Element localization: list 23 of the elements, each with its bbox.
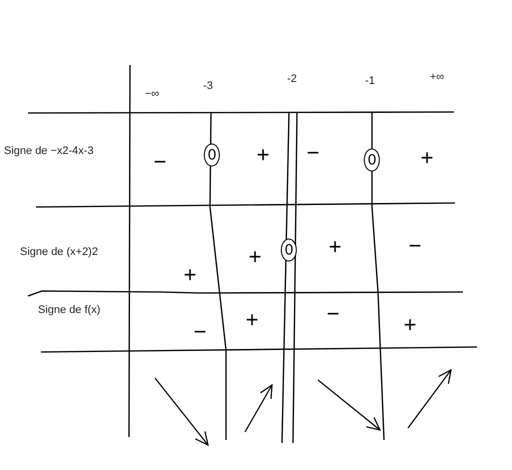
sign-mark: + [248, 246, 262, 268]
x-value: -3 [203, 81, 213, 92]
sign-mark: − [326, 303, 340, 325]
row-title: Signe de (x+2)2 [20, 247, 98, 258]
sign-mark: − [154, 151, 166, 173]
row-title: Signe de −x2-4x-3 [4, 146, 94, 157]
x-value: +∞ [430, 72, 444, 83]
x-value: -2 [287, 74, 297, 85]
sign-mark: + [328, 236, 342, 258]
row-title: Signe de f(x) [38, 305, 100, 316]
sign-mark: − [194, 321, 206, 343]
zero-mark: 0 [364, 148, 380, 172]
sign-mark: + [246, 309, 258, 331]
x-value: −∞ [144, 89, 160, 100]
zero-mark: 0 [204, 144, 220, 166]
sign-mark: − [408, 235, 422, 257]
sign-mark: + [184, 264, 196, 286]
sign-mark: − [306, 142, 320, 164]
sign-mark: + [256, 144, 270, 166]
x-value: -1 [365, 76, 375, 87]
sign-mark: + [420, 147, 434, 169]
zero-mark: 0 [280, 238, 298, 262]
sign-mark: + [404, 314, 416, 336]
